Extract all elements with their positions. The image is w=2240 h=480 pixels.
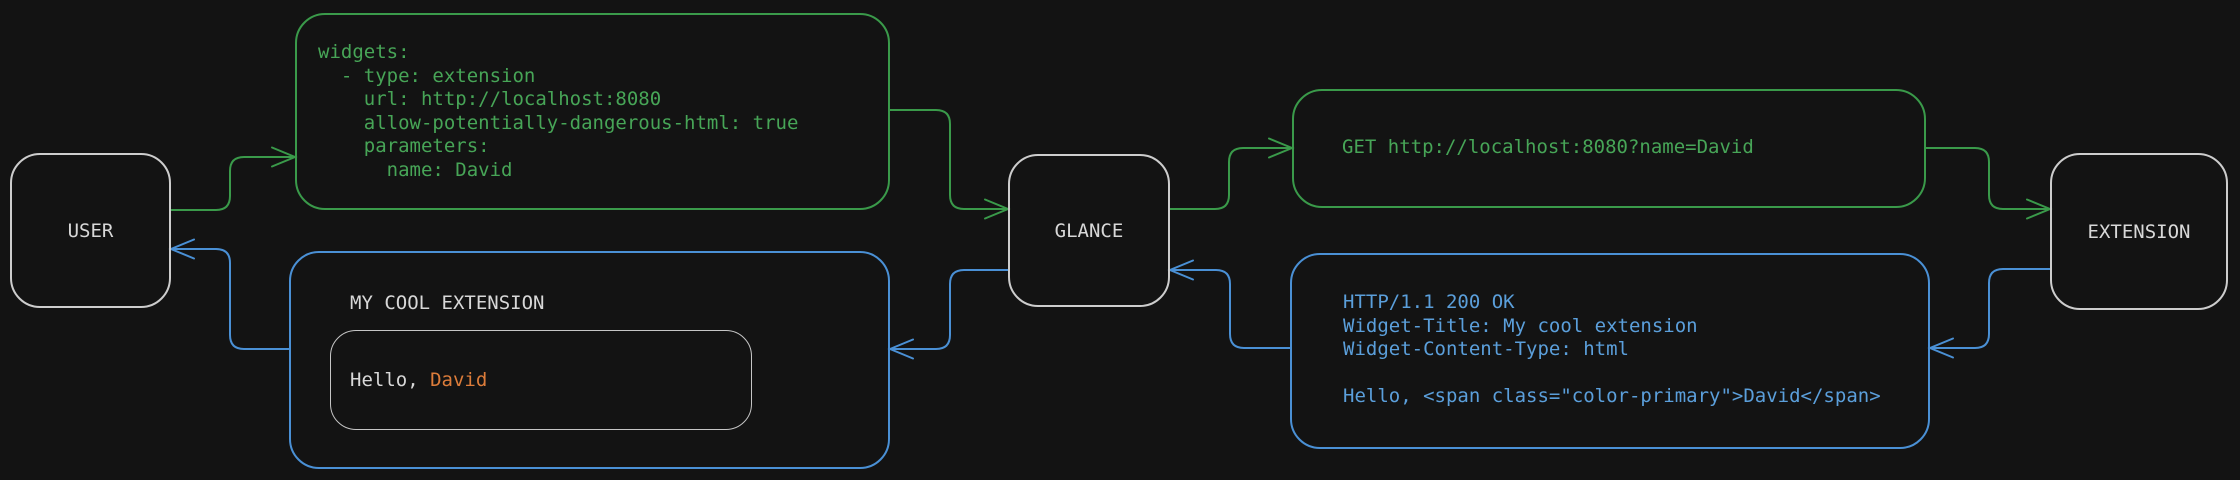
edge-response-to-glance	[1167, 259, 1290, 349]
http-response-box	[1290, 253, 1930, 449]
widget-greeting-box	[330, 330, 752, 430]
edge-request-to-extension	[1926, 147, 2053, 220]
http-response-code: HTTP/1.1 200 OK Widget-Title: My cool ex…	[1343, 291, 1881, 407]
config-yaml-code: widgets: - type: extension url: http://l…	[318, 41, 799, 181]
glance-node	[1008, 154, 1170, 307]
user-node-label: USER	[67, 219, 114, 242]
edge-config-to-glance	[890, 109, 1011, 220]
user-node	[10, 153, 171, 308]
edge-extension-to-response	[1927, 268, 2050, 359]
extension-node-label: EXTENSION	[2087, 220, 2191, 243]
edge-glance-to-widget	[887, 269, 1008, 360]
greeting-name: David	[430, 369, 488, 391]
edge-user-to-config	[171, 146, 298, 211]
get-request-box	[1292, 89, 1926, 208]
widget-title: MY COOL EXTENSION	[350, 292, 545, 314]
widget-greeting: Hello, David	[350, 368, 487, 392]
edge-widget-to-user	[168, 238, 289, 350]
edge-glance-to-request	[1170, 137, 1295, 210]
get-request-text: GET http://localhost:8080?name=David	[1342, 136, 1754, 158]
config-yaml-box	[295, 13, 890, 210]
greeting-prefix: Hello,	[350, 369, 431, 391]
glance-node-label: GLANCE	[1054, 219, 1124, 242]
extension-node	[2050, 153, 2228, 310]
widget-preview-box	[289, 251, 890, 469]
